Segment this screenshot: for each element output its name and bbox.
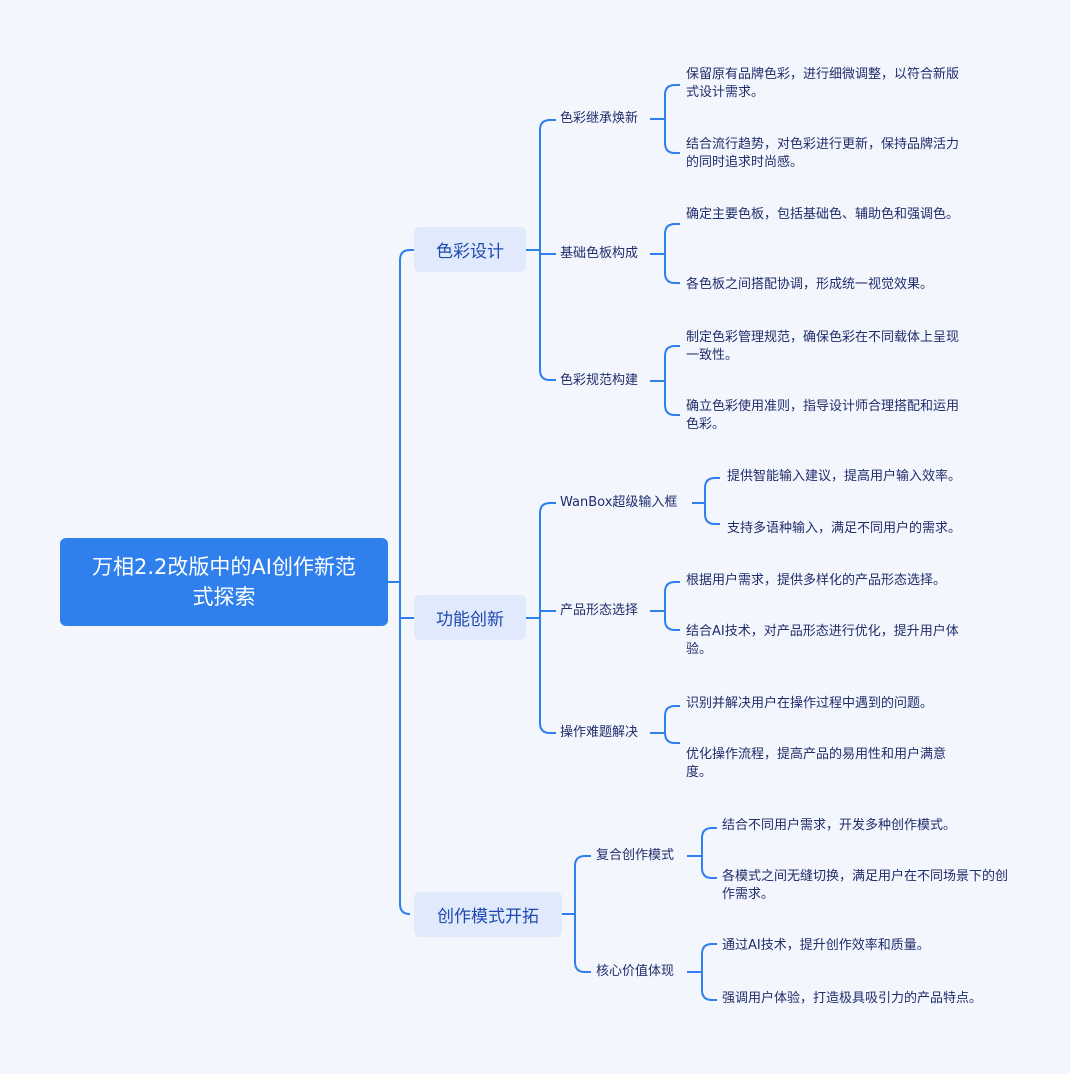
detail-node[interactable]: 保留原有品牌色彩，进行细微调整，以符合新版式设计需求。 (686, 67, 960, 100)
topic-node[interactable]: 操作难题解决 (560, 725, 639, 740)
detail-node[interactable]: 识别并解决用户在操作过程中遇到的问题。 (686, 696, 934, 711)
topic-node[interactable]: 复合创作模式 (596, 848, 675, 863)
detail-node[interactable]: 各色板之间搭配协调，形成统一视觉效果。 (686, 277, 934, 292)
topic-node[interactable]: 色彩继承焕新 (560, 111, 639, 126)
detail-node[interactable]: 结合AI技术，对产品形态进行优化，提升用户体验。 (686, 624, 959, 657)
detail-node[interactable]: 各模式之间无缝切换，满足用户在不同场景下的创作需求。 (722, 869, 1009, 902)
detail-node[interactable]: 强调用户体验，打造极具吸引力的产品特点。 (722, 991, 983, 1006)
branch-label: 色彩设计 (436, 242, 504, 262)
detail-node[interactable]: 制定色彩管理规范，确保色彩在不同载体上呈现一致性。 (686, 330, 960, 363)
detail-node[interactable]: 确定主要色板，包括基础色、辅助色和强调色。 (686, 207, 960, 222)
detail-node[interactable]: 通过AI技术，提升创作效率和质量。 (722, 938, 930, 953)
detail-node[interactable]: 确立色彩使用准则，指导设计师合理搭配和运用色彩。 (686, 399, 960, 432)
branch-color-design[interactable]: 色彩设计 (414, 227, 526, 272)
branch-label: 创作模式开拓 (437, 907, 539, 927)
detail-node[interactable]: 提供智能输入建议，提高用户输入效率。 (727, 469, 962, 484)
branch-label: 功能创新 (436, 610, 504, 630)
branch-creation-mode[interactable]: 创作模式开拓 (414, 892, 562, 937)
topic-node[interactable]: 核心价值体现 (596, 964, 675, 979)
topic-node[interactable]: 色彩规范构建 (560, 373, 639, 388)
root-node[interactable]: 万相2.2改版中的AI创作新范式探索 (60, 538, 388, 626)
root-title: 万相2.2改版中的AI创作新范式探索 (92, 555, 356, 609)
detail-node[interactable]: 支持多语种输入，满足不同用户的需求。 (727, 521, 962, 536)
topic-node[interactable]: 产品形态选择 (560, 603, 639, 618)
topic-node[interactable]: WanBox超级输入框 (560, 495, 678, 510)
detail-node[interactable]: 优化操作流程，提高产品的易用性和用户满意度。 (686, 747, 947, 780)
detail-node[interactable]: 结合不同用户需求，开发多种创作模式。 (722, 818, 957, 833)
detail-node[interactable]: 结合流行趋势，对色彩进行更新，保持品牌活力的同时追求时尚感。 (686, 137, 960, 170)
branch-feature-innovation[interactable]: 功能创新 (414, 595, 526, 640)
topic-node[interactable]: 基础色板构成 (560, 246, 639, 261)
detail-node[interactable]: 根据用户需求，提供多样化的产品形态选择。 (686, 573, 947, 588)
